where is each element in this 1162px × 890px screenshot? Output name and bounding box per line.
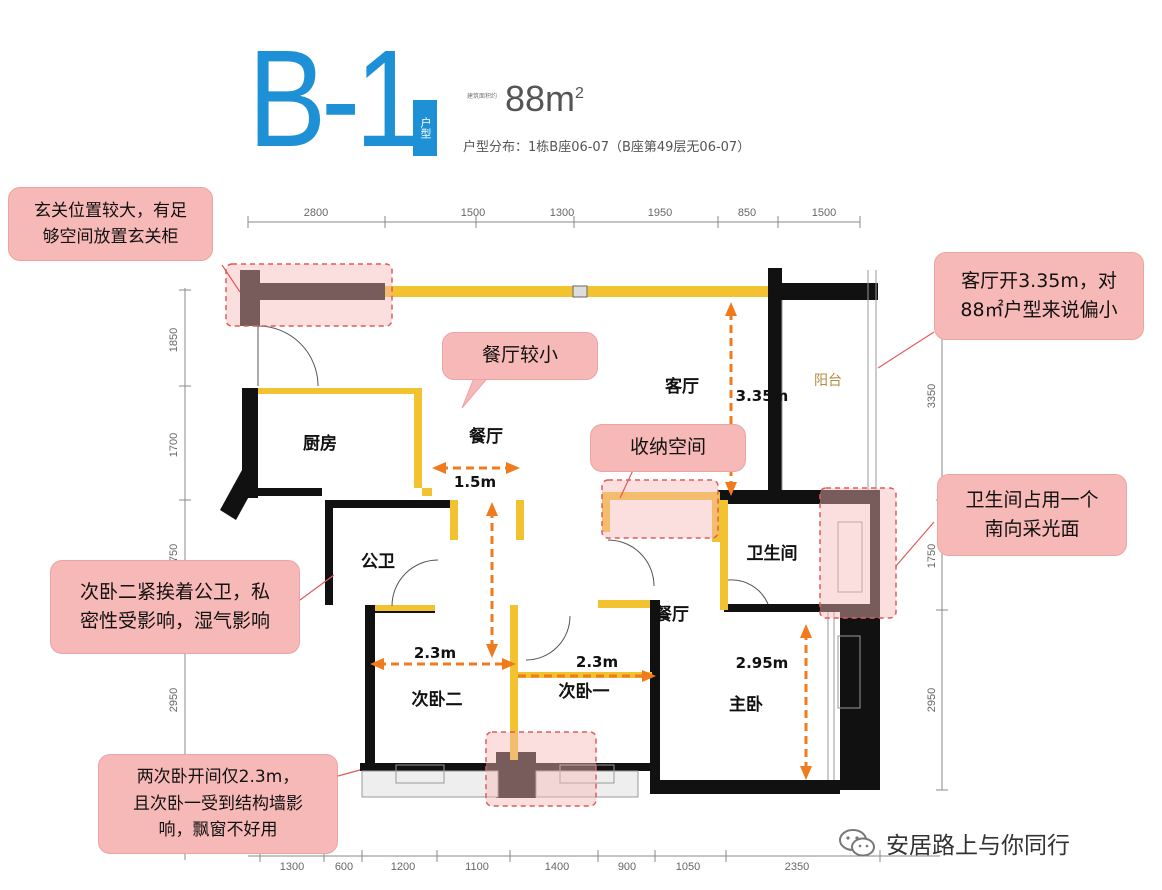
dim-right-1: 3350 (926, 384, 938, 408)
unit-tag: 户型 (413, 100, 437, 156)
dim-top-2: 1500 (461, 207, 485, 219)
room-dining: 餐厅 (469, 426, 503, 447)
dim-bottom-1: 1300 (280, 861, 304, 873)
callout-dining: 餐厅较小 (442, 332, 598, 380)
callout-bedroom2: 次卧二紧挨着公卫，私密性受影响，湿气影响 (50, 560, 300, 654)
callout-entrance: 玄关位置较大，有足够空间放置玄关柜 (8, 187, 213, 261)
room-living: 客厅 (664, 376, 699, 397)
dim-top-6: 1500 (812, 207, 836, 219)
dimension-right-labels: 3350 1750 2950 (926, 384, 938, 712)
dim-left-1: 1850 (168, 328, 180, 352)
dim-right-2: 1750 (926, 544, 938, 568)
room-balcony: 阳台 (814, 373, 842, 389)
dim-top-3: 1300 (550, 207, 574, 219)
window-marker (572, 285, 588, 298)
watermark-text: 安居路上与你同行 (886, 833, 1070, 859)
dim-bottom-8: 2350 (785, 861, 809, 873)
measure-master: 2.95m (736, 654, 789, 672)
wechat-icon (839, 829, 875, 857)
watermark: 安居路上与你同行 (838, 826, 1070, 860)
door-swings (257, 325, 769, 661)
dimension-top-labels: 2800 1500 1300 1950 850 1500 (304, 207, 836, 219)
callout-connectors (221, 264, 935, 777)
room-public-bath: 公卫 (361, 552, 395, 572)
measure-bedroom2: 2.3m (414, 644, 456, 662)
bay-windows (361, 521, 863, 798)
dim-bottom-3: 1200 (391, 861, 415, 873)
dim-bottom-4: 1100 (465, 861, 489, 873)
area-value: 88m2 (505, 78, 584, 119)
dim-top-5: 850 (738, 207, 756, 219)
area-label: 建筑面积约 (467, 93, 498, 100)
unit-code-title: B-1 (248, 22, 420, 176)
dim-top-4: 1950 (648, 207, 672, 219)
dimension-left-labels: 1850 1700 1750 2950 (168, 328, 180, 712)
callout-bathroom: 卫生间占用一个南向采光面 (937, 474, 1127, 556)
highlight-boxes (225, 263, 897, 807)
dimension-bottom-labels: 1300 600 1200 1100 1400 900 1050 2350 (280, 861, 809, 873)
dim-bottom-6: 900 (618, 861, 636, 873)
dim-top-1: 2800 (304, 207, 328, 219)
room-bedroom1: 次卧一 (559, 681, 610, 702)
measure-living: 3.35m (736, 387, 789, 405)
room-dining-2: 餐厅 (655, 604, 689, 625)
measure-bedroom1: 2.3m (576, 653, 618, 671)
measurement-labels: 3.35m 1.5m 2.3m 2.3m 2.95m (414, 387, 788, 672)
measure-arrowheads (370, 302, 812, 780)
dim-bottom-7: 1050 (676, 861, 700, 873)
dim-bottom-5: 1400 (545, 861, 569, 873)
dim-right-3: 2950 (926, 688, 938, 712)
room-bedroom2: 次卧二 (412, 689, 463, 710)
dim-left-2: 1700 (168, 433, 180, 457)
room-master: 主卧 (729, 694, 763, 715)
balcony-glazing (781, 270, 877, 780)
distribution-text: 户型分布：1栋B座06-07（B座第49层无06-07） (463, 140, 751, 155)
room-master-bath: 卫生间 (747, 543, 798, 564)
room-kitchen: 厨房 (303, 433, 337, 454)
callout-storage: 收纳空间 (590, 424, 746, 472)
room-labels: 厨房 餐厅 客厅 阳台 公卫 卫生间 餐厅 次卧二 次卧一 主卧 (303, 373, 842, 715)
callout-bedrooms: 两次卧开间仅2.3m，且次卧一受到结构墙影响，飘窗不好用 (98, 754, 338, 854)
measure-dining: 1.5m (454, 473, 496, 491)
dim-bottom-2: 600 (335, 861, 353, 873)
dim-left-4: 2950 (168, 688, 180, 712)
